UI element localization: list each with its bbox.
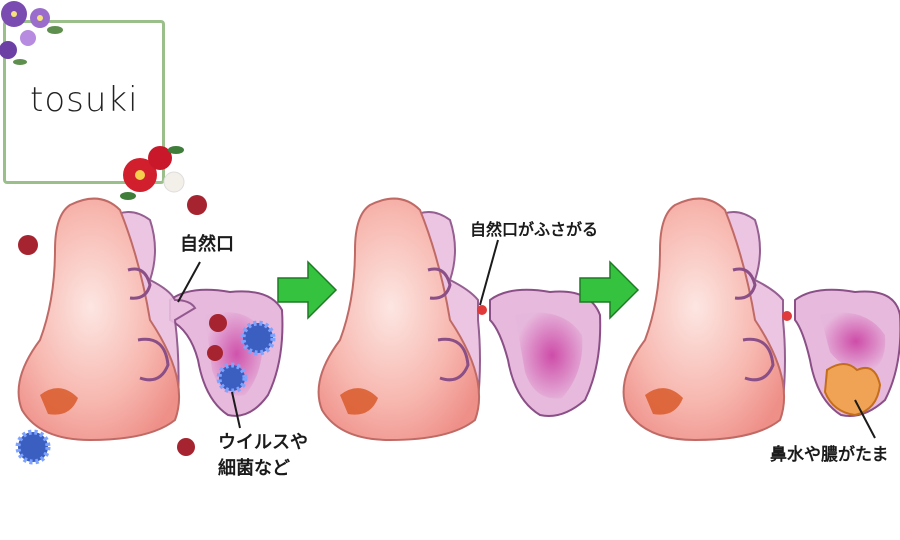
label-fluid-accumulates: 鼻水や膿がたま <box>770 445 889 465</box>
flower-cluster-icon <box>0 1 63 65</box>
panel-fluid-accumulation <box>622 197 900 442</box>
logo-frame <box>3 20 165 184</box>
label-pathogens: ウイルスや 細菌など <box>218 430 308 482</box>
logo-text: tosuki <box>30 80 139 120</box>
virus-icon <box>15 320 276 465</box>
label-pathogens-line2: 細菌など <box>218 458 290 479</box>
pus-pocket <box>823 363 882 417</box>
panel-blocked-ostium <box>317 197 602 442</box>
label-natural-ostium: 自然口 <box>180 234 234 255</box>
nose <box>17 197 181 442</box>
green-arrow-icon <box>579 260 640 320</box>
green-arrow-icon <box>277 260 338 320</box>
label-ostium-blocked: 自然口がふさがる <box>470 220 599 239</box>
bacteria-icon <box>18 195 227 456</box>
red-camellia-icon <box>120 146 185 200</box>
label-pathogens-line1: ウイルスや <box>218 432 308 453</box>
panel-normal-nose <box>15 195 284 465</box>
